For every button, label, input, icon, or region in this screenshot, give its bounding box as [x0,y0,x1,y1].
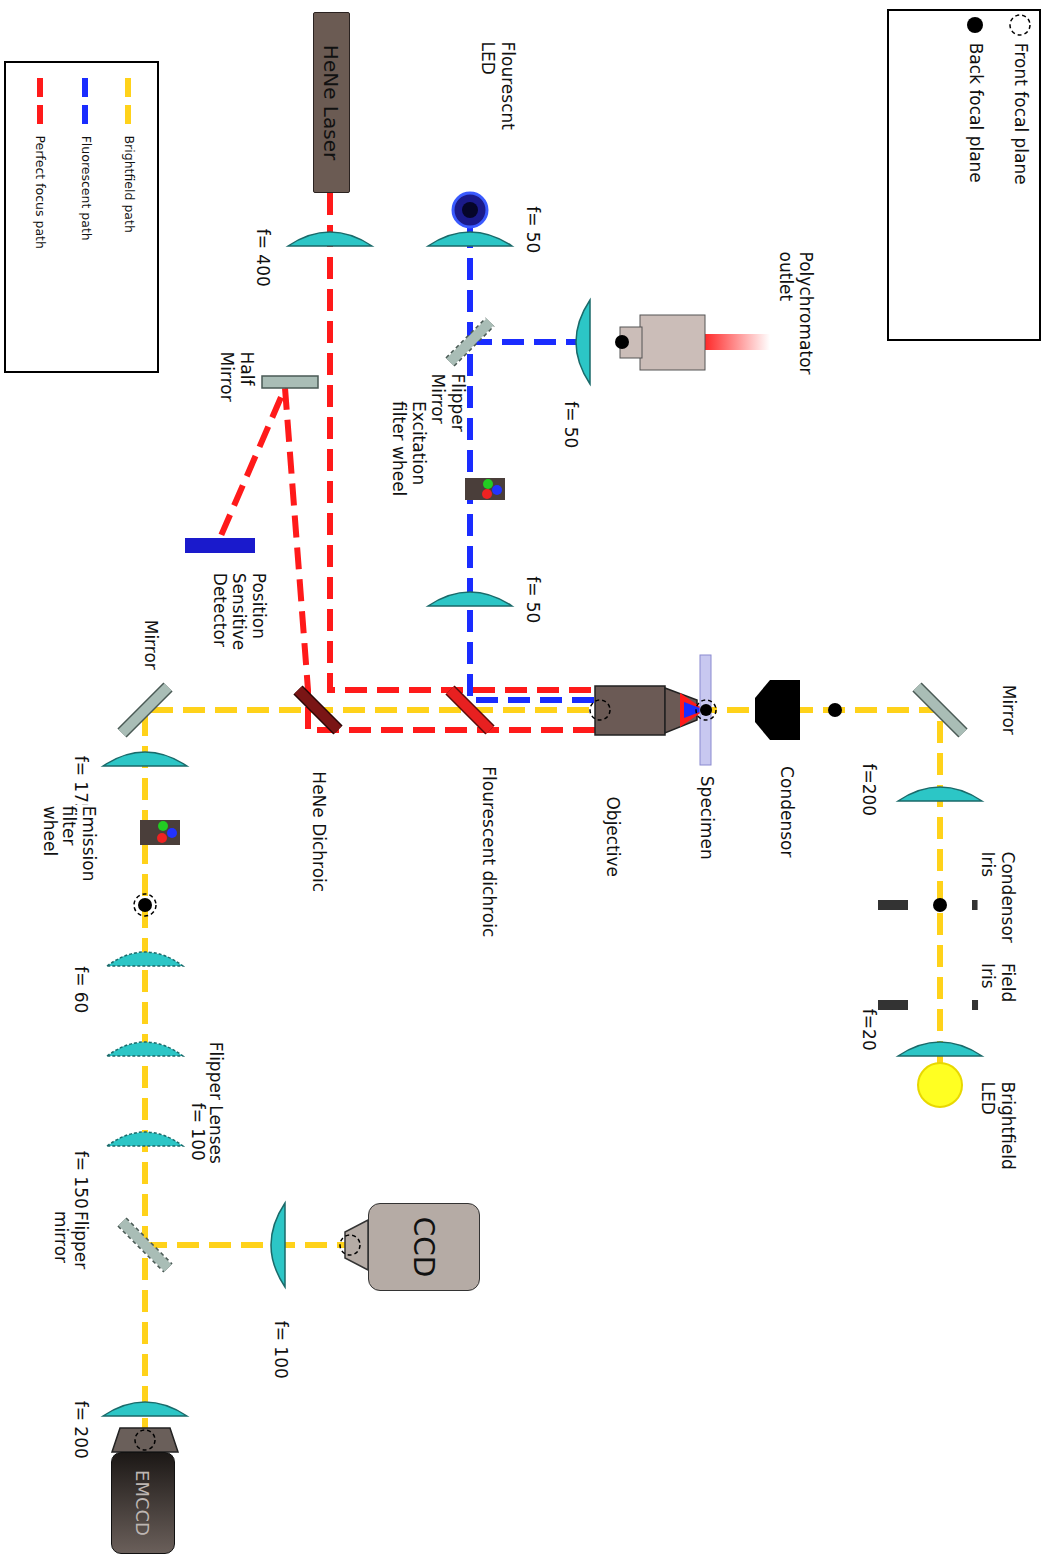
component-label: f= 100 [187,1102,207,1162]
objective [595,686,665,735]
component-label: Condensor [776,765,796,858]
component-label: f=200 [858,762,878,817]
component-label: Mirror [140,619,160,671]
component-label: Flourescent dichroic [478,765,498,938]
component-label: HeNe Dichroic [308,770,328,893]
camera-box: EMCCD [111,1452,175,1554]
legend-frame [5,62,158,372]
polychromator-beam [470,339,585,345]
component-label: f= 150 [70,1150,90,1210]
component-label: Half Mirror [216,350,255,422]
component-label: Field Iris [977,962,1016,1019]
laser-beam [330,193,595,690]
fluorescent-led [453,193,487,227]
component-label: Polychromator outlet [775,250,814,394]
lenses [103,232,982,1416]
lens [428,232,512,246]
front-focal-symbol [1010,15,1030,35]
component-label: f= 100 [270,1320,290,1380]
component-label: Flipper Lenses [205,1041,225,1165]
node-text: CCD [408,1217,441,1278]
legend-text: Brightfield path [121,135,135,232]
component-label: Flourescnt LED [477,40,516,154]
component-label: Objective [602,795,622,878]
polychromator-light [705,334,770,350]
flipper-lens [107,952,183,966]
legend-swatch [82,78,88,124]
component-label: f= 200 [70,1400,90,1460]
field-iris [878,1000,908,1010]
legend-text: Perfect focus path [33,135,47,249]
node-text: EMCCD [133,1470,154,1536]
return-beam [220,388,595,730]
component-label: Condensor Iris [977,850,1016,952]
legend-text: Front focal plane [1010,43,1030,185]
legend-swatch [125,78,131,124]
emission-filter-wheel [140,820,180,845]
component-label: Flipper mirror [50,1210,89,1287]
mirrors [122,322,963,1268]
flipper-lens [107,1132,183,1146]
back-focal-symbol [967,17,983,33]
focal-markers [134,335,947,1450]
component-label: Flipper Mirror [427,372,466,454]
component-label: Position Sensitive Detector [209,572,268,669]
component-label: Brightfield LED [977,1080,1016,1192]
lens [271,1203,285,1287]
specimen-slide [700,655,711,765]
fluorescent-beam [470,226,595,700]
condensor-iris [878,900,908,910]
condensor [755,680,800,740]
excitation-filter-wheel [465,478,505,500]
ccd-beam [145,1242,345,1248]
lens [428,592,512,606]
component-label: f= 50 [560,400,580,449]
lens [576,300,590,384]
lens [898,787,982,801]
emccd-nozzle [112,1428,178,1452]
legend-text: Back focal plane [965,43,985,183]
fluorescent-led [462,202,478,218]
node-text: HeNe Laser [319,44,343,159]
component-label: f= 400 [252,228,272,288]
position-sensitive-detector [185,538,255,553]
component-label: Emission filter wheel [39,805,98,892]
component-label: Mirror [998,684,1018,736]
component-label: Specimen [696,775,716,861]
beam-paths [145,193,940,1430]
polychromator-outlet [640,315,705,370]
brightfield-led [918,1063,962,1107]
ccd-nozzle [345,1220,368,1270]
component-label: f= 50 [522,205,542,254]
component-label: f= 50 [522,575,542,624]
laser-box: HeNe Laser [313,12,350,193]
brightfield-beam [145,710,940,1430]
component-label: f= 60 [70,965,90,1014]
camera-box: CCD [368,1203,480,1291]
lens [103,752,187,766]
lens [898,1042,982,1056]
lens [103,1402,187,1416]
flipper-lens [107,1042,183,1056]
legend-text: Fluorescent path [78,135,92,240]
legend-swatch [37,78,43,124]
lens [288,232,372,246]
key-frame [888,10,1040,340]
component-label: f=20 [858,1008,878,1052]
component-label: Excitation filter wheel [388,400,427,517]
